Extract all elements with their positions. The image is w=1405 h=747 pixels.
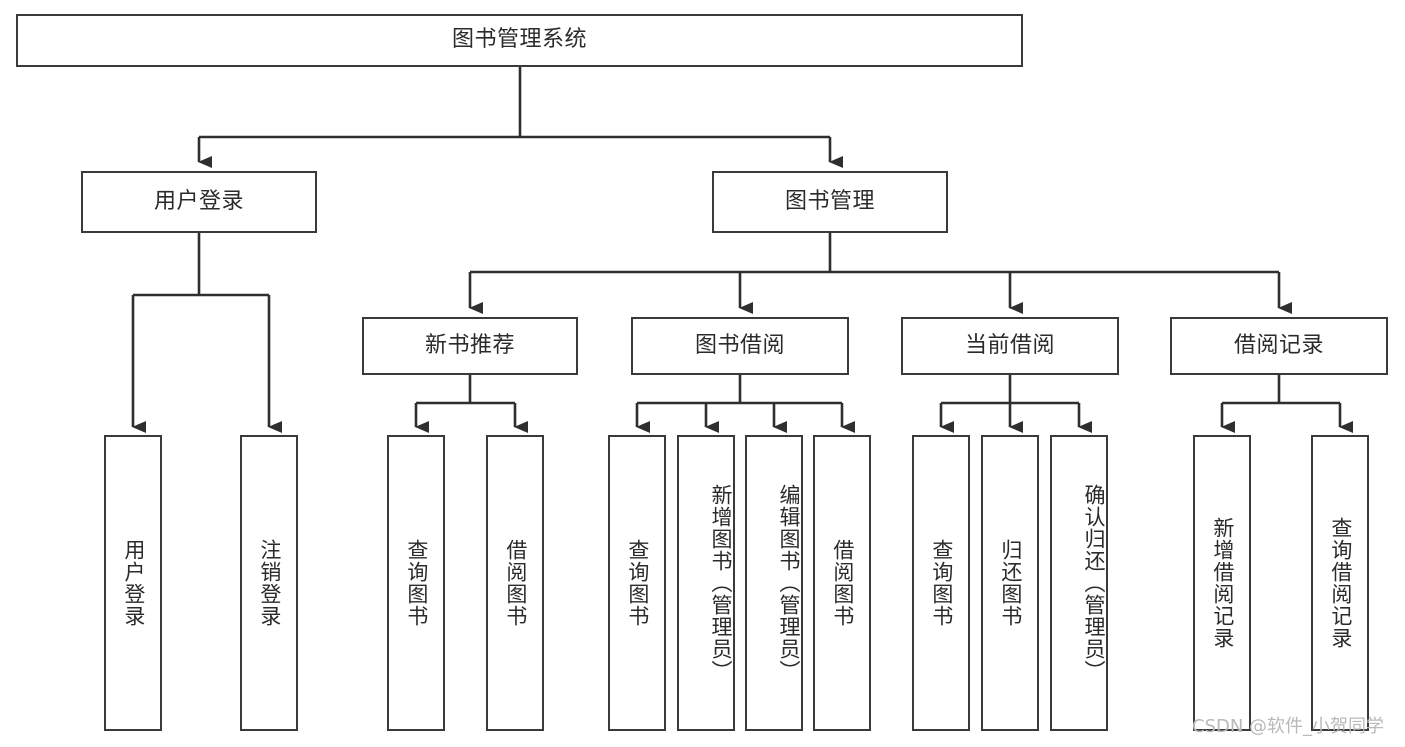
node-label: 用户登录: [153, 188, 244, 214]
node-label: 编辑图书（管理员）: [777, 484, 801, 682]
node-leaf-query-book-recommend[interactable]: 查询图书: [387, 435, 445, 731]
node-new-book-recommend[interactable]: 新书推荐: [362, 317, 578, 375]
node-current-borrow[interactable]: 当前借阅: [901, 317, 1119, 375]
node-leaf-query-book-current[interactable]: 查询图书: [912, 435, 970, 731]
node-root-system[interactable]: 图书管理系统: [16, 14, 1023, 67]
node-leaf-borrow-book-recommend[interactable]: 借阅图书: [486, 435, 544, 731]
node-user-login[interactable]: 用户登录: [81, 171, 317, 233]
node-label: 借阅图书: [503, 539, 528, 627]
node-book-management[interactable]: 图书管理: [712, 171, 948, 233]
node-leaf-add-book[interactable]: 新增图书（管理员）: [677, 435, 735, 731]
node-leaf-logout-login[interactable]: 注销登录: [240, 435, 298, 731]
node-label: 新增借阅记录: [1210, 517, 1235, 649]
node-leaf-borrow-book[interactable]: 借阅图书: [813, 435, 871, 731]
watermark-csdn: CSDN @软件_小贺同学: [1192, 716, 1385, 737]
node-label: 确认归还（管理员）: [1082, 484, 1106, 682]
node-leaf-query-book-borrow[interactable]: 查询图书: [608, 435, 666, 731]
node-label: 新书推荐: [424, 332, 515, 358]
node-leaf-edit-book[interactable]: 编辑图书（管理员）: [745, 435, 803, 731]
node-label: 图书管理系统: [451, 27, 587, 53]
node-leaf-add-borrow-record[interactable]: 新增借阅记录: [1193, 435, 1251, 731]
node-leaf-confirm-return[interactable]: 确认归还（管理员）: [1050, 435, 1108, 731]
node-label: 新增图书（管理员）: [709, 484, 733, 682]
node-label: 当前借阅: [964, 332, 1055, 358]
node-label: 查询借阅记录: [1328, 517, 1353, 649]
node-book-borrow[interactable]: 图书借阅: [631, 317, 849, 375]
node-label: 查询图书: [404, 539, 429, 627]
node-label: 用户登录: [121, 539, 146, 627]
node-leaf-user-login[interactable]: 用户登录: [104, 435, 162, 731]
node-label: 借阅图书: [830, 539, 855, 627]
node-label: 查询图书: [625, 539, 650, 627]
node-label: 图书管理: [784, 188, 875, 214]
node-label: 归还图书: [998, 539, 1023, 627]
node-leaf-return-book[interactable]: 归还图书: [981, 435, 1039, 731]
node-leaf-query-borrow-record[interactable]: 查询借阅记录: [1311, 435, 1369, 731]
node-label: 注销登录: [257, 539, 282, 627]
node-label: 查询图书: [929, 539, 954, 627]
node-label: 借阅记录: [1233, 332, 1324, 358]
node-borrow-record[interactable]: 借阅记录: [1170, 317, 1388, 375]
node-label: 图书借阅: [694, 332, 785, 358]
